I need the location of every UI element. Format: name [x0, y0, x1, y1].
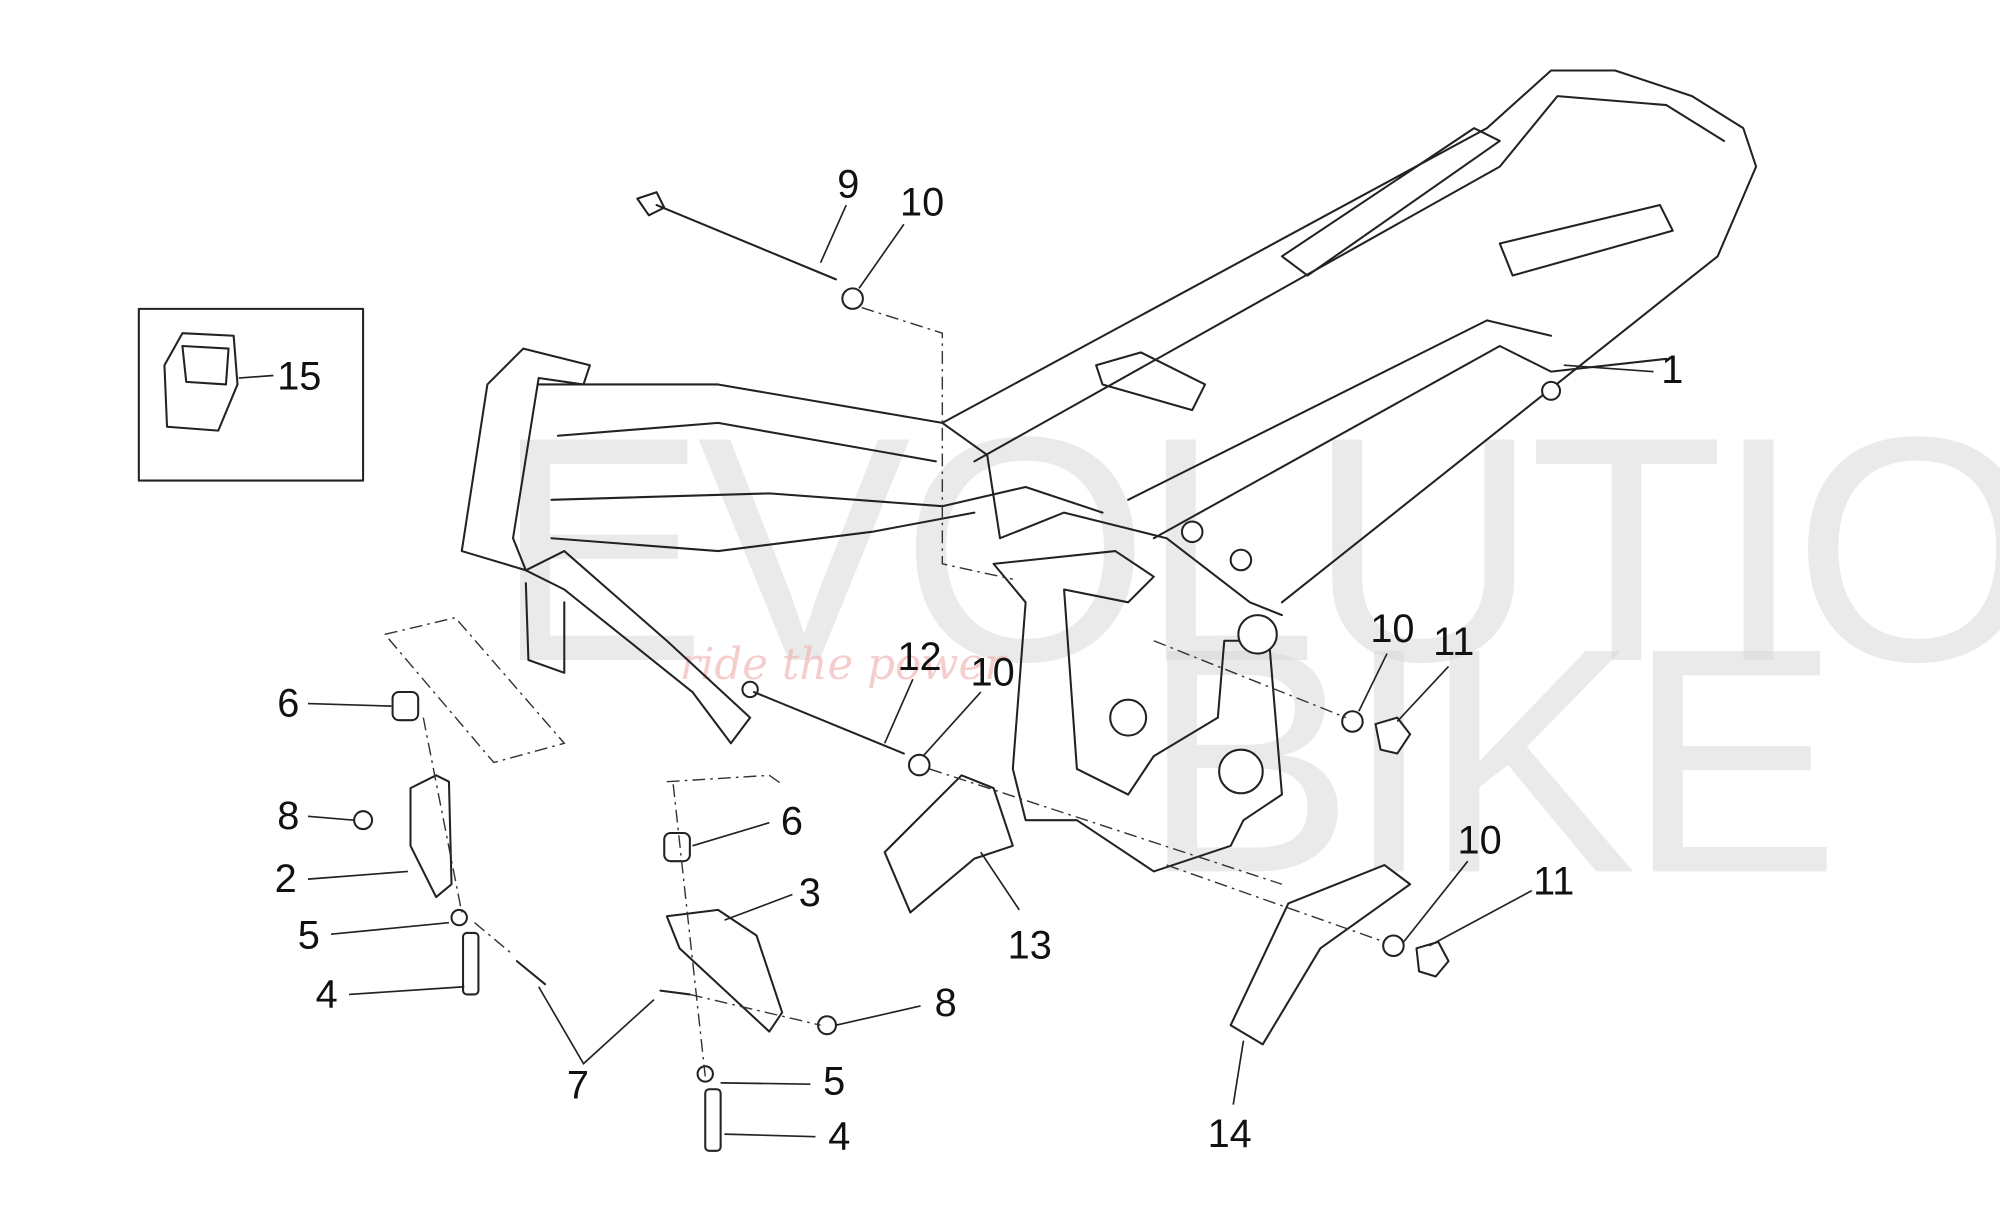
- nut-part-8: [817, 1015, 837, 1036]
- callout-5: 5: [823, 1059, 845, 1103]
- plate-part-13: [883, 774, 1014, 914]
- stud-part-7: [659, 989, 691, 996]
- callout-4: 4: [828, 1115, 850, 1159]
- callout-14: 14: [1208, 1112, 1252, 1156]
- nut-part-11: [1374, 716, 1412, 755]
- bracket-part-2: [409, 774, 453, 899]
- watermark: EVOLUTION BIKE ride the power: [494, 370, 2000, 939]
- callout-12: 12: [897, 635, 941, 679]
- washer-part-10: [1382, 934, 1405, 958]
- callout-11: 11: [1533, 859, 1574, 903]
- washer-part-10: [1341, 710, 1364, 733]
- callout-15: 15: [277, 355, 321, 399]
- spacer-part-6: [663, 831, 691, 863]
- bracket-part-3: [665, 908, 784, 1033]
- plate-part-14: [1229, 863, 1412, 1046]
- callout-10: 10: [1370, 607, 1414, 651]
- nut-part-11: [1415, 940, 1450, 978]
- washer-part-10: [841, 287, 864, 310]
- watermark-line1: EVOLUTION: [494, 370, 2000, 728]
- callout-labels: 1 15 9 10 10 11 12 10 6 8 2 5 4 6 3 13 1…: [275, 162, 1684, 1158]
- callout-9: 9: [837, 162, 859, 206]
- callout-3: 3: [799, 871, 821, 915]
- spacer-part-6: [391, 690, 420, 722]
- callout-6: 6: [277, 681, 299, 725]
- stud-part-7: [515, 960, 547, 986]
- callout-8: 8: [277, 794, 299, 838]
- callout-6: 6: [781, 799, 803, 843]
- callout-10: 10: [1458, 818, 1502, 862]
- callout-4: 4: [316, 972, 338, 1016]
- leader-lines: [307, 204, 1654, 1138]
- callout-10: 10: [971, 651, 1015, 695]
- callout-5: 5: [298, 913, 320, 957]
- inset-box: [137, 307, 365, 482]
- assembly-lines: [384, 306, 1385, 1077]
- screw-part-4: [704, 1088, 722, 1152]
- callout-1: 1: [1661, 348, 1683, 392]
- callout-7: 7: [567, 1063, 589, 1107]
- callout-13: 13: [1008, 924, 1052, 968]
- callout-10: 10: [900, 180, 944, 224]
- callout-8: 8: [935, 981, 957, 1025]
- bolt-part-12: [741, 680, 931, 777]
- screw-part-4: [462, 931, 480, 996]
- nut-part-8: [353, 810, 374, 831]
- part-15-inset: [137, 307, 365, 482]
- callout-2: 2: [275, 857, 297, 901]
- bolt-part-9: [636, 191, 864, 310]
- callout-11: 11: [1433, 620, 1474, 664]
- watermark-tagline: ride the power: [680, 640, 1008, 690]
